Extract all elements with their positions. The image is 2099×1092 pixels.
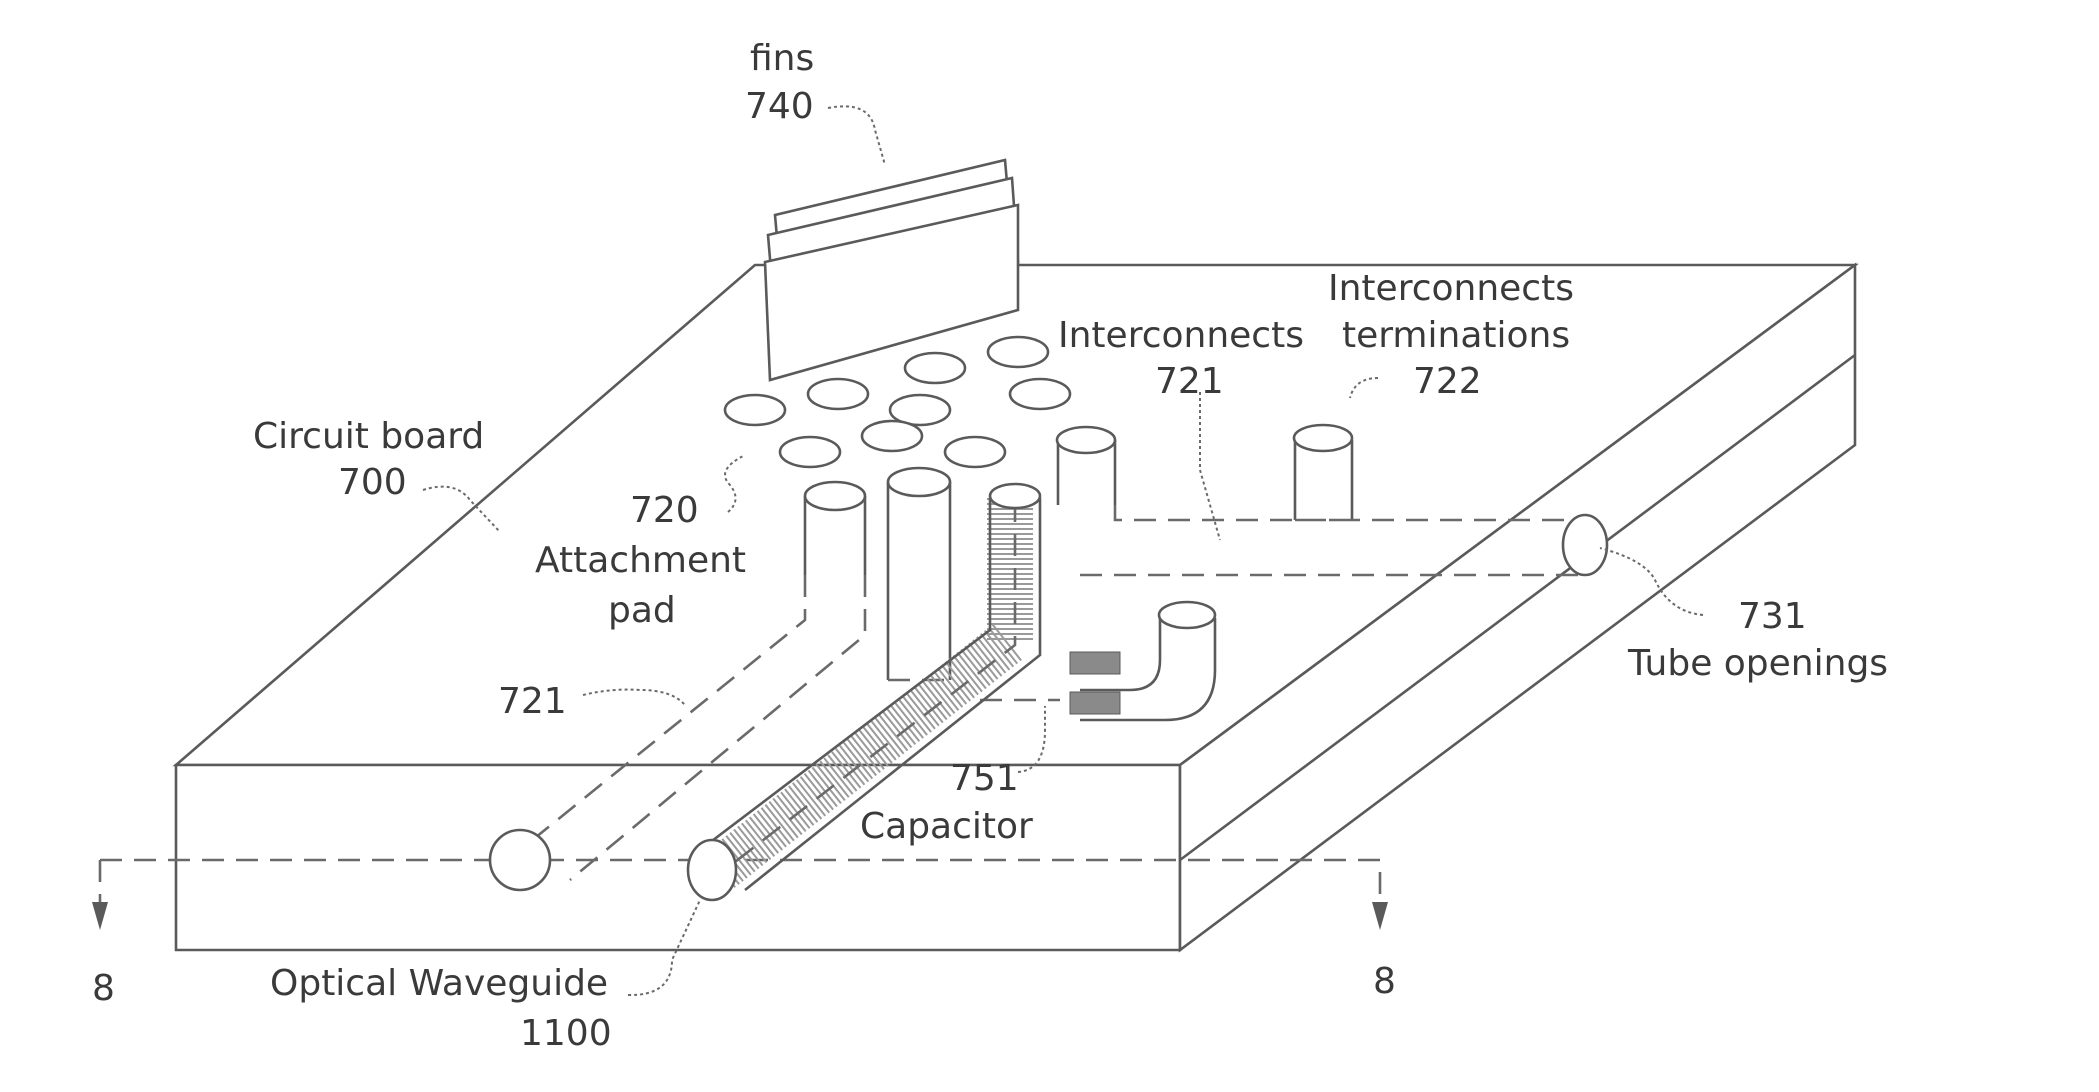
terminations-label-1: Interconnects xyxy=(1328,268,1574,309)
section-label-right: 8 xyxy=(1373,961,1396,1002)
tube-openings-number: 731 xyxy=(1738,596,1807,637)
tube-openings-label: Tube openings xyxy=(1627,643,1888,684)
fins-number: 740 xyxy=(745,86,814,127)
waveguide-label: Optical Waveguide xyxy=(270,963,608,1004)
interconnects-number: 721 xyxy=(1155,361,1224,402)
capacitor-label: Capacitor xyxy=(860,806,1033,847)
interconnects-left-number: 721 xyxy=(498,681,567,722)
attachment-pad-label-2: pad xyxy=(608,590,676,631)
terminations-number: 722 xyxy=(1413,361,1482,402)
interconnects-label: Interconnects xyxy=(1058,315,1304,356)
section-label-left: 8 xyxy=(92,968,115,1009)
circuit-board-label: Circuit board xyxy=(253,416,484,457)
terminations-label-2: terminations xyxy=(1342,315,1570,356)
attachment-pad-number: 720 xyxy=(630,490,699,531)
attachment-pad-label: Attachment xyxy=(535,540,746,581)
circuit-board-number: 700 xyxy=(338,462,407,503)
fins-label: fins xyxy=(750,38,814,79)
waveguide-number: 1100 xyxy=(520,1013,612,1054)
capacitor-number: 751 xyxy=(950,758,1019,799)
